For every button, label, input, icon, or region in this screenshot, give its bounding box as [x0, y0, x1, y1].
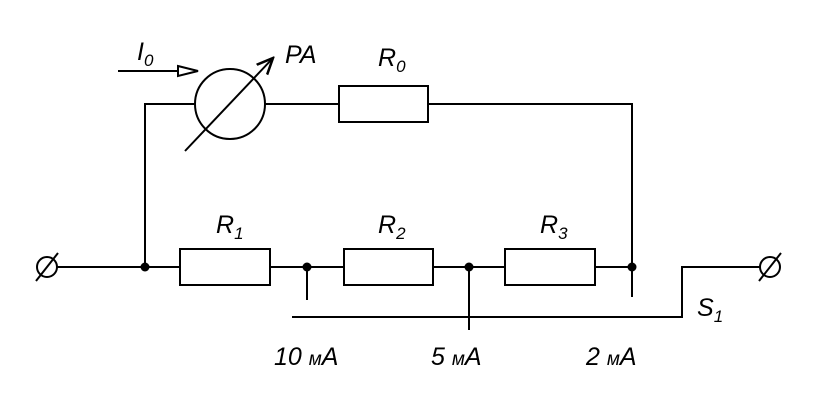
adjustable-arrow-icon — [184, 58, 273, 152]
meter-label: PA — [285, 41, 317, 69]
current-arrow-icon — [118, 64, 199, 78]
resistor-r2 — [343, 248, 434, 286]
right-terminal — [758, 252, 782, 282]
top-branch-wire — [144, 103, 633, 297]
resistor-r0 — [338, 85, 429, 123]
resistor-r3 — [504, 248, 596, 286]
range-label-10ma: 10 мA — [274, 343, 338, 371]
r0-label: R0 — [378, 44, 406, 76]
r2-label: R2 — [378, 211, 406, 243]
switch-label: S1 — [697, 294, 723, 326]
junction-node — [140, 262, 150, 272]
r3-label: R3 — [540, 211, 568, 243]
resistor-r1 — [179, 248, 271, 286]
switch-wire — [292, 266, 767, 318]
ammeter — [184, 58, 273, 152]
junction-node — [302, 262, 312, 272]
current-label: I0 — [137, 38, 154, 70]
range-label-2ma: 2 мA — [585, 343, 637, 371]
junction-node — [627, 262, 637, 272]
r1-label: R1 — [216, 211, 244, 243]
junction-node — [464, 262, 474, 272]
range-label-5ma: 5 мA — [431, 343, 482, 371]
left-terminal — [35, 252, 59, 282]
